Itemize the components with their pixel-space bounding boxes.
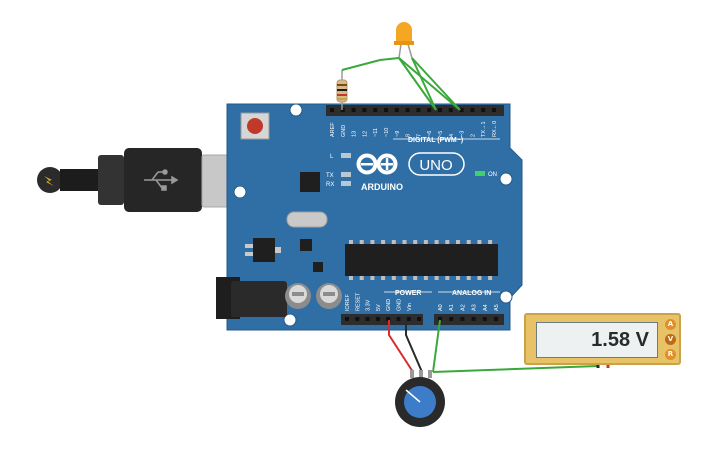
digital-pin-label: 12 <box>362 131 368 137</box>
svg-text:RX: RX <box>326 182 334 188</box>
analog-pin-label: A2 <box>460 304 466 311</box>
analog-header-label: ANALOG IN <box>452 290 491 297</box>
multimeter-reading: 1.58 V <box>591 329 649 351</box>
digital-pin-label: AREF <box>330 122 336 137</box>
analog-pin-label: A3 <box>472 304 478 311</box>
digital-pin-label: TX→1 <box>481 121 487 137</box>
power-pin-label: IOREF <box>345 294 351 311</box>
digital-pin-label: ~5 <box>438 131 444 137</box>
power-pin-label: Vin <box>407 303 413 311</box>
voltage-regulator <box>245 238 281 262</box>
mode-voltmeter-button[interactable]: V <box>665 334 676 345</box>
digital-pin-label: ~10 <box>384 128 390 137</box>
power-pin-label: GND <box>386 299 392 311</box>
capacitors <box>285 283 342 309</box>
usb-chip <box>300 172 320 192</box>
power-header <box>341 314 423 325</box>
digital-pin-label: GND <box>341 125 347 137</box>
svg-text:ON: ON <box>488 172 497 178</box>
arduino-uno-board[interactable]: L TX RX ARDUINO UNO ON DIGITAL (PWM <box>216 103 523 331</box>
dc-power-jack <box>216 277 287 319</box>
arduino-logo: ARDUINO UNO <box>356 152 465 192</box>
analog-pin-label: A5 <box>494 304 500 311</box>
analog-pin-label: A1 <box>449 304 455 311</box>
multimeter[interactable]: 1.58 V A V R <box>524 313 681 365</box>
analog-header <box>434 314 504 325</box>
digital-pin-label: 2 <box>470 134 476 137</box>
power-pin-label: 3.3V <box>366 299 372 311</box>
digital-pin-label: 4 <box>449 134 455 137</box>
digital-pin-label: ~6 <box>427 131 433 137</box>
svg-text:UNO: UNO <box>419 157 452 174</box>
lightning-icon <box>44 176 54 186</box>
power-pin-label: RESET <box>355 292 361 311</box>
power-header-label: POWER <box>395 290 421 297</box>
usb-icon <box>144 169 179 191</box>
digital-pin-label: ~9 <box>395 131 401 137</box>
digital-pin-label: ~11 <box>373 128 379 137</box>
led-wires[interactable] <box>341 57 461 111</box>
resistor[interactable] <box>336 70 348 110</box>
led[interactable] <box>394 22 414 59</box>
digital-pin-label: RX←0 <box>492 121 498 137</box>
mode-ammeter-button[interactable]: A <box>665 319 676 330</box>
digital-header-label: DIGITAL (PWM~) <box>408 137 463 144</box>
analog-pin-label: A4 <box>483 304 489 311</box>
digital-pin-label: 8 <box>406 134 412 137</box>
usb-cable[interactable] <box>37 148 237 212</box>
potentiometer[interactable] <box>395 370 445 427</box>
atmega-microcontroller <box>345 240 498 280</box>
digital-header-right <box>412 105 504 116</box>
potentiometer-wires[interactable] <box>388 319 599 373</box>
power-pin-label: GND <box>397 299 403 311</box>
small-chip <box>300 239 312 251</box>
svg-text:L: L <box>330 154 334 160</box>
transistor <box>313 262 323 272</box>
digital-pin-label: ~3 <box>460 131 466 137</box>
multimeter-display: 1.58 V <box>536 322 658 358</box>
svg-text:TX: TX <box>326 173 334 179</box>
svg-text:ARDUINO: ARDUINO <box>361 182 403 192</box>
power-pin-label: 5V <box>376 304 382 311</box>
digital-pin-label: 13 <box>352 131 358 137</box>
analog-pin-label: A0 <box>438 304 444 311</box>
digital-pin-label: 7 <box>416 134 422 137</box>
reset-button[interactable] <box>240 112 270 140</box>
crystal-oscillator <box>286 211 328 228</box>
mode-ohmmeter-button[interactable]: R <box>665 349 676 360</box>
power-on-led: ON <box>475 171 497 178</box>
status-leds: L TX RX <box>326 153 351 188</box>
